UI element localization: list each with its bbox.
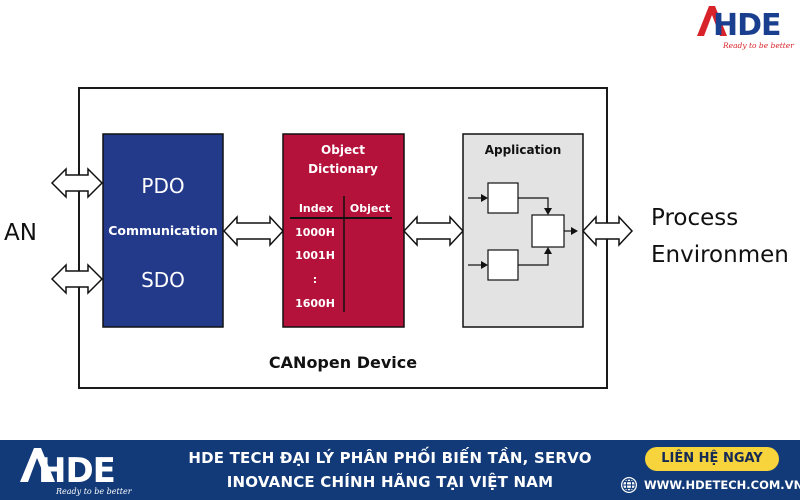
- banner-logo: HDE Ready to be better: [20, 448, 133, 496]
- left-bus-label: AN: [4, 220, 37, 246]
- app-combiner-box: [531, 214, 565, 248]
- logo-mark-icon: HDE: [697, 6, 782, 43]
- bottom-banner: HDE Ready to be better HDE TECH ĐẠI LÝ P…: [0, 440, 800, 500]
- hde-logo: HDE Ready to be better: [697, 6, 794, 50]
- headline-line2: INOVANCE CHÍNH HÃNG TẠI VIỆT NAM: [226, 473, 554, 491]
- device-label: CANopen Device: [269, 353, 417, 372]
- website-url: WWW.HDETECH.COM.VN: [644, 478, 800, 492]
- website-link[interactable]: WWW.HDETECH.COM.VN: [620, 474, 800, 496]
- app-arrowheads: [481, 194, 578, 269]
- banner-logo-brand: HDE: [38, 451, 115, 491]
- canopen-diagram: AN PDO Communication SDO Object Dictiona…: [4, 87, 789, 389]
- process-label-line1: Process: [651, 205, 738, 231]
- logo-tagline: Ready to be better: [722, 41, 794, 50]
- headline-line1: HDE TECH ĐẠI LÝ PHÂN PHỐI BIẾN TẦN, SERV…: [188, 449, 592, 467]
- app-signal-lines: [468, 197, 572, 266]
- app-input-box-top: [487, 182, 519, 214]
- application-title: Application: [485, 143, 562, 157]
- sdo-label: SDO: [141, 268, 185, 292]
- bus-arrow-bottom: [50, 263, 104, 295]
- banner-logo-mark-icon: HDE: [20, 448, 116, 491]
- od-row: 1000H: [295, 226, 335, 239]
- banner-logo-tagline: Ready to be better: [55, 487, 133, 496]
- od-row: 1600H: [295, 297, 335, 310]
- od-col-index: Index: [299, 202, 333, 215]
- contact-now-button[interactable]: LIÊN HỆ NGAY: [645, 447, 779, 471]
- bus-arrow-top: [50, 167, 104, 199]
- od-title-line2: Dictionary: [308, 162, 378, 176]
- pdo-label: PDO: [141, 174, 184, 198]
- app-input-box-bottom: [487, 249, 519, 281]
- link-arrow-app-process: [581, 215, 634, 247]
- od-title-line1: Object: [321, 143, 365, 157]
- od-row: 1001H: [295, 249, 335, 262]
- process-label-line2: Environmen: [651, 242, 789, 268]
- logo-brand-text: HDE: [713, 8, 781, 43]
- communication-block: [102, 133, 224, 328]
- od-row: :: [313, 273, 317, 286]
- globe-icon: [621, 477, 637, 493]
- banner-headline: HDE TECH ĐẠI LÝ PHÂN PHỐI BIẾN TẦN, SERV…: [160, 446, 620, 494]
- od-col-object: Object: [350, 202, 390, 215]
- communication-label: Communication: [108, 223, 218, 238]
